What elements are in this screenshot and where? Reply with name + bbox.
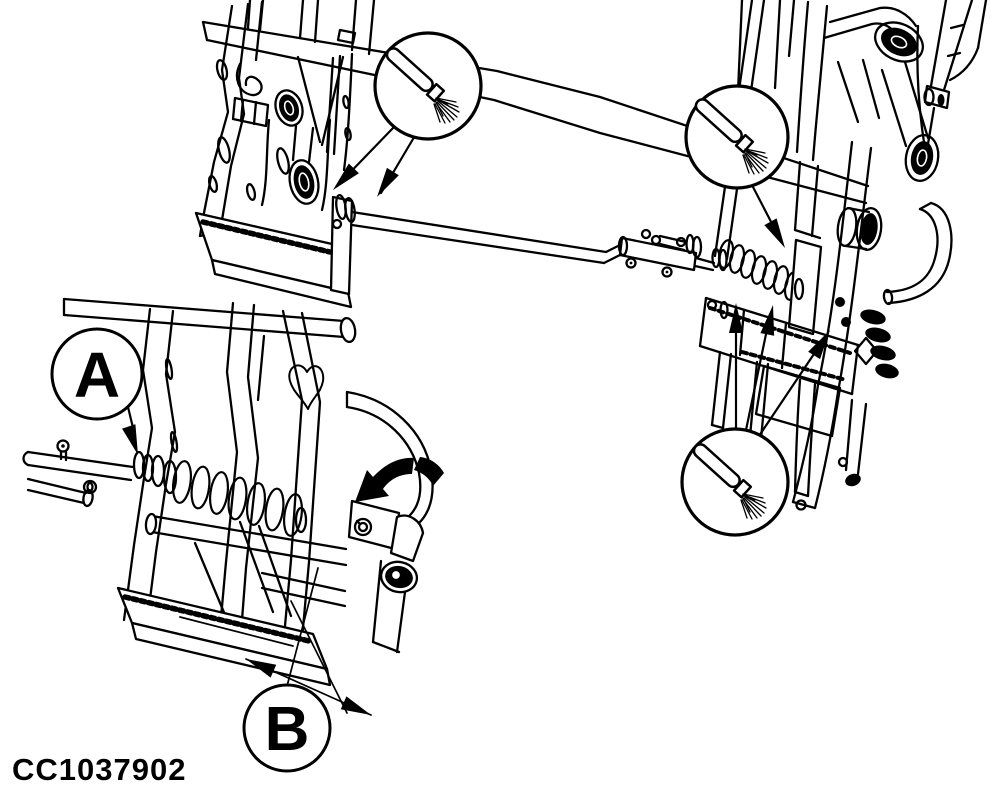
callout-a: A [50,327,144,421]
press-direction-arrow [355,457,444,502]
return-spring-right [717,239,801,301]
lube-callout-top-right [684,84,790,190]
callout-b: B [242,683,332,773]
lube-arrow-icon [764,218,792,252]
callout-a-circle [50,327,144,421]
pedal-assembly-top-left [194,0,376,309]
dimension-arrow-right-icon [340,696,374,722]
lube-callout-bottom-right [680,427,790,537]
measurement-construction [179,567,374,722]
leader-arrows [122,125,836,458]
control-rod [350,210,728,278]
pedal-assembly-top-right [650,0,988,511]
callout-a-label: A [74,339,120,411]
callout-b-circle [242,683,332,773]
figure-code: CC1037902 [12,752,186,787]
callout-b-label: B [265,695,310,764]
lube-callout-top-left [373,31,483,141]
lube-arrow-icon [371,167,399,201]
